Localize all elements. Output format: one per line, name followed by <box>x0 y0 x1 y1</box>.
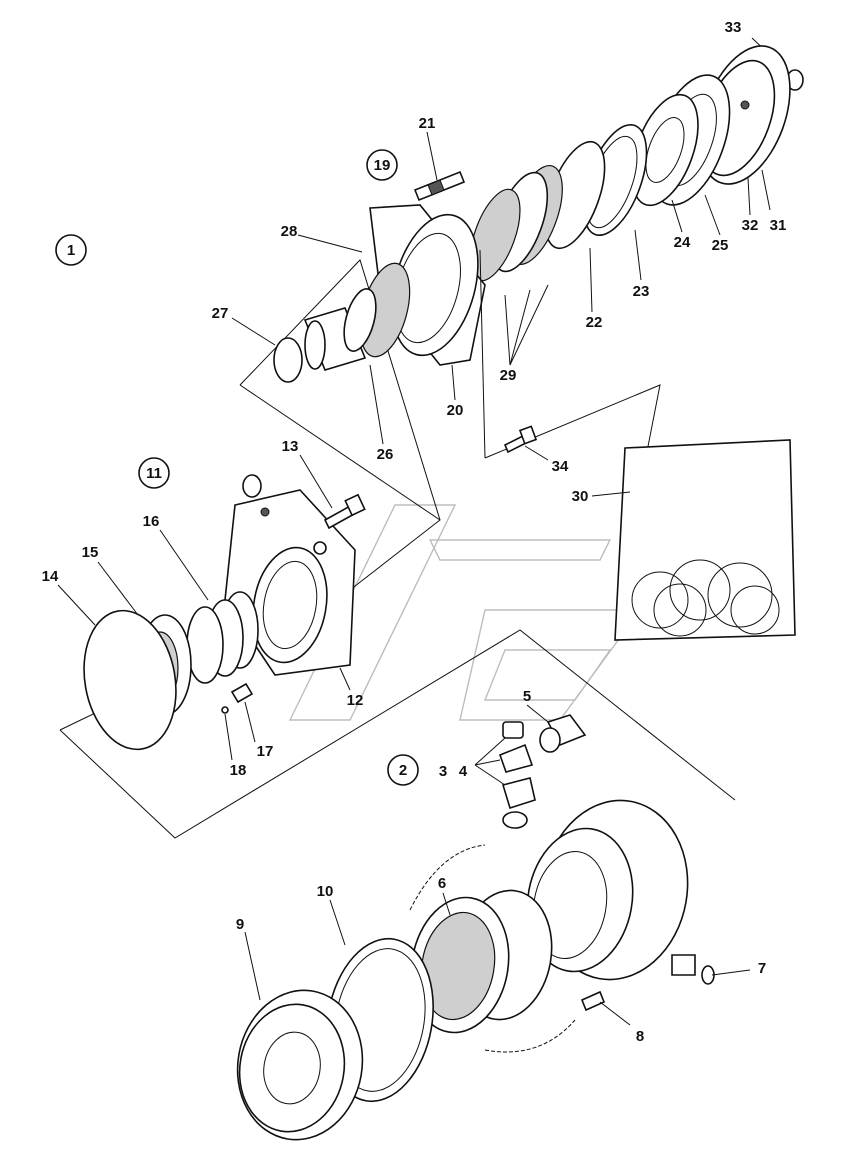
callout-4: 4 <box>459 763 468 780</box>
part-17-plug <box>230 682 254 704</box>
leader-lines <box>57 131 771 1026</box>
callout-6: 6 <box>438 875 446 892</box>
callout-33: 33 <box>725 19 742 36</box>
part-8-pin <box>580 990 606 1012</box>
group-marker-2: 2 <box>387 754 419 786</box>
callout-13: 13 <box>282 438 299 455</box>
part-21-stud <box>413 170 466 202</box>
callout-9: 9 <box>236 916 244 933</box>
part-5-clip <box>539 714 587 753</box>
callout-5: 5 <box>523 688 531 705</box>
callout-31: 31 <box>770 217 787 234</box>
callout-24: 24 <box>674 234 691 251</box>
group-marker-11: 11 <box>138 457 170 489</box>
part-7-plug <box>671 954 715 985</box>
part-14-shim <box>83 609 177 751</box>
part-30-seal-kit-bag <box>614 439 796 641</box>
callout-10: 10 <box>317 883 334 900</box>
callout-8: 8 <box>636 1028 644 1045</box>
part-ball-chains <box>409 844 576 1053</box>
group-marker-19: 19 <box>366 149 398 181</box>
callout-labels: 33 21 32 31 28 25 24 23 27 22 29 20 26 1… <box>42 19 787 1045</box>
callout-26: 26 <box>377 446 394 463</box>
callout-21: 21 <box>419 115 436 132</box>
callout-3: 3 <box>439 763 447 780</box>
group-label-2: 2 <box>399 762 407 779</box>
part-18-ball <box>221 706 229 714</box>
callout-30: 30 <box>572 488 589 505</box>
part-27-o-ring <box>273 337 303 383</box>
group-label-1: 1 <box>67 242 75 259</box>
group-marker-1: 1 <box>55 234 87 266</box>
part-6-rotor <box>410 889 553 1034</box>
callout-34: 34 <box>552 458 569 475</box>
group-label-19: 19 <box>374 157 391 174</box>
callout-12: 12 <box>347 692 364 709</box>
part-34-bolt <box>479 249 538 459</box>
part-3-4-pistons <box>498 721 536 829</box>
part-20-housing-flange <box>369 204 486 366</box>
callout-15: 15 <box>82 544 99 561</box>
part-12-housing <box>224 489 356 676</box>
callout-22: 22 <box>586 314 603 331</box>
callout-29: 29 <box>500 367 517 384</box>
part-16-seals <box>186 591 259 684</box>
callout-27: 27 <box>212 305 229 322</box>
callout-20: 20 <box>447 402 464 419</box>
callout-7: 7 <box>758 960 766 977</box>
callout-32: 32 <box>742 217 759 234</box>
part-9-flange <box>236 989 364 1141</box>
callout-17: 17 <box>257 743 274 760</box>
callout-25: 25 <box>712 237 729 254</box>
callout-14: 14 <box>42 568 59 585</box>
callout-16: 16 <box>143 513 160 530</box>
callout-28: 28 <box>281 223 298 240</box>
callout-23: 23 <box>633 283 650 300</box>
part-29-friction-discs <box>469 164 563 366</box>
part-housing-drum <box>526 799 689 981</box>
group-label-11: 11 <box>146 465 162 482</box>
part-26-shaft <box>303 262 411 371</box>
callout-18: 18 <box>230 762 247 779</box>
part-13-bolt <box>242 474 366 530</box>
